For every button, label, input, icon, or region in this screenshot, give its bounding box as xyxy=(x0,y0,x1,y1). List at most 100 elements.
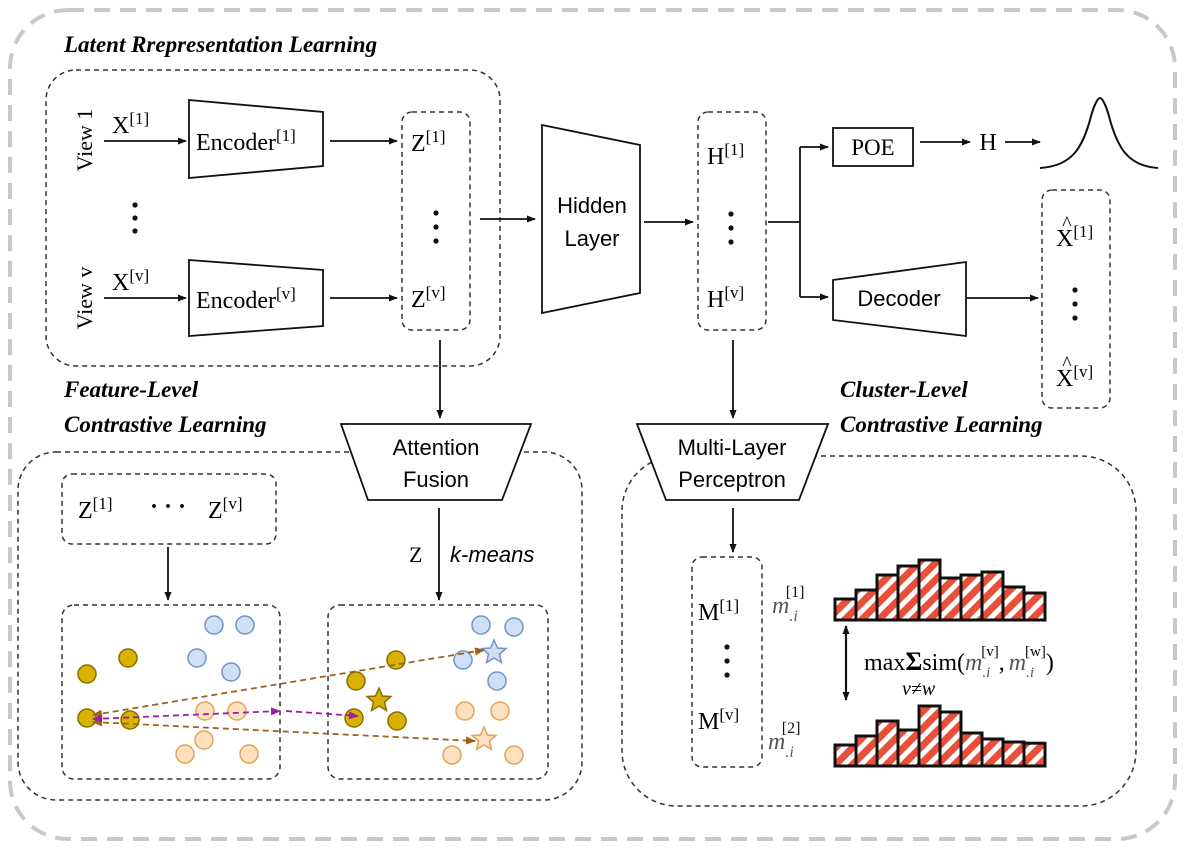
hist-top-bar xyxy=(875,573,900,622)
hist-bottom xyxy=(833,704,1047,768)
zv-label: Z[v] xyxy=(411,283,446,313)
xhatv-hat-icon: ^ xyxy=(1062,353,1072,375)
feature-zv-label: Z[v] xyxy=(208,494,243,524)
hist-bottom-bar xyxy=(875,719,900,768)
m-vertical-ellipsis xyxy=(724,644,730,678)
hist-top-bar xyxy=(1001,585,1026,622)
xv-input-label: X[v] xyxy=(112,266,149,296)
similarity-formula: maxΣsim(m.i[v],m.i[w]) xyxy=(864,644,1054,681)
right-scatter-points xyxy=(344,615,524,765)
hidden-layer-block xyxy=(541,123,641,315)
xhat-vertical-ellipsis xyxy=(1072,287,1078,321)
hist-bottom-bar xyxy=(854,734,879,768)
kmeans-label: k-means xyxy=(450,542,534,567)
left-point-gold xyxy=(77,664,97,684)
xhat1-hat-icon: ^ xyxy=(1062,213,1072,235)
left-point-blue xyxy=(221,662,241,682)
left-point-gold xyxy=(120,710,140,730)
h-vertical-ellipsis xyxy=(728,211,734,245)
left-point-peach xyxy=(195,701,215,721)
hist-top-bar xyxy=(833,597,858,622)
cluster-section-title-line2: Contrastive Learning xyxy=(840,412,1043,437)
purple-arrow-left xyxy=(92,707,281,723)
hist-top-label: m.i[1] xyxy=(772,584,804,625)
right-point-peach xyxy=(490,701,510,721)
right-point-blue xyxy=(471,615,491,635)
feature-section-title-line2: Contrastive Learning xyxy=(64,412,267,437)
hist-bottom-bar xyxy=(1022,741,1047,768)
mv-label: M[v] xyxy=(698,705,739,735)
hist-bottom-label: m.i[2] xyxy=(768,720,800,761)
feature-z1-label: Z[1] xyxy=(78,494,113,524)
feature-z-dots: · · · xyxy=(150,494,186,520)
left-point-gold xyxy=(77,708,97,728)
fused-z-label: Z xyxy=(409,542,422,567)
gaussian-distribution-curve xyxy=(1039,96,1159,169)
xhat-column-box xyxy=(1041,189,1111,409)
feature-region-box xyxy=(17,451,583,801)
left-point-blue xyxy=(187,648,207,668)
left-point-peach xyxy=(194,730,214,750)
mlp-label-line2: Perceptron xyxy=(678,467,786,492)
hist-top-bar xyxy=(896,564,921,622)
decoder-block xyxy=(832,260,967,338)
latent-region-box xyxy=(45,69,501,367)
m1-label: M[1] xyxy=(698,596,739,626)
hist-top-bar xyxy=(959,573,984,622)
brown-arrow-lower xyxy=(92,718,476,745)
right-point-peach xyxy=(504,745,524,765)
hist-top-bar xyxy=(917,558,942,622)
hist-top-bar xyxy=(980,570,1005,622)
scatter-box-fused xyxy=(327,604,549,780)
scatter-box-views xyxy=(61,604,281,780)
left-point-blue xyxy=(204,615,224,635)
hist-bottom-bar xyxy=(938,710,963,768)
z-column-box xyxy=(401,111,471,331)
right-centroid-gold-star xyxy=(365,686,393,713)
vertical-ellipsis-views xyxy=(132,202,138,234)
feature-z-box xyxy=(61,473,277,545)
attention-fusion-block xyxy=(339,423,533,501)
branch-connector xyxy=(768,147,801,297)
right-centroid-blue-star xyxy=(480,638,508,665)
right-centroid-peach-star xyxy=(470,725,498,752)
left-point-peach xyxy=(239,744,259,764)
hist-bottom-bar xyxy=(917,704,942,768)
encoderv-label: Encoder[v] xyxy=(196,284,296,314)
poe-label: POE xyxy=(851,135,894,160)
hist-bottom-bar xyxy=(896,728,921,768)
left-point-gold xyxy=(118,648,138,668)
xhat1-label: X[1] xyxy=(1056,222,1093,252)
left-point-blue xyxy=(235,615,255,635)
x1-input-label: X[1] xyxy=(112,109,149,139)
decoder-label: Decoder xyxy=(857,286,940,311)
xhatv-label: X[v] xyxy=(1056,362,1093,392)
poe-block xyxy=(832,127,914,167)
left-point-peach xyxy=(227,701,247,721)
hist-top xyxy=(833,558,1047,622)
poe-output-h: H xyxy=(979,130,996,156)
z-vertical-ellipsis xyxy=(433,210,439,244)
hist-top-bar xyxy=(938,576,963,622)
purple-arrow-right xyxy=(285,710,359,720)
h-column-box xyxy=(697,111,767,331)
hist-bottom-bar xyxy=(980,737,1005,768)
encoder1-block xyxy=(188,99,324,179)
viewv-label: View v xyxy=(72,267,97,330)
hv-label: H[v] xyxy=(707,283,744,313)
encoder1-label: Encoder[1] xyxy=(196,126,296,156)
mlp-label-line1: Multi-Layer xyxy=(678,435,787,460)
right-point-gold xyxy=(344,708,364,728)
outer-frame xyxy=(8,8,1177,841)
attention-label-line1: Attention xyxy=(393,435,480,460)
mlp-block xyxy=(635,423,830,501)
right-point-blue xyxy=(504,617,524,637)
left-point-peach xyxy=(175,744,195,764)
cluster-region-box xyxy=(621,455,1137,807)
view1-label: View 1 xyxy=(72,109,97,172)
right-point-blue xyxy=(487,671,507,691)
encoderv-block xyxy=(188,259,324,337)
hist-top-bar xyxy=(854,588,879,622)
hist-bottom-bar xyxy=(1001,740,1026,768)
